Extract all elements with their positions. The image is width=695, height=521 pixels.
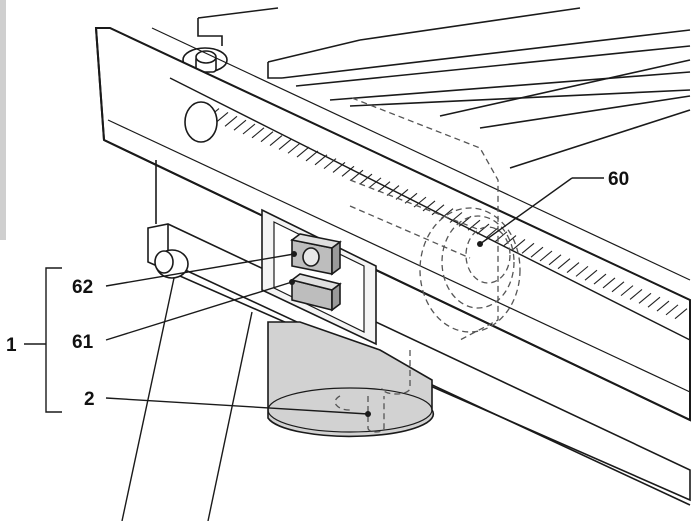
rack-tooth <box>602 277 616 289</box>
rack-tooth <box>503 235 517 247</box>
rack-tooth <box>476 223 490 235</box>
rack-tooth <box>575 265 589 277</box>
rack-tooth <box>449 212 463 223</box>
rack-tooth <box>233 119 247 131</box>
rack-tooth <box>296 146 310 158</box>
callout-2: 2 <box>84 389 95 410</box>
rack-tooth <box>566 262 580 273</box>
rack-tooth <box>215 112 229 123</box>
rack-tooth <box>269 135 283 146</box>
rack-tooth <box>242 123 256 135</box>
rack-tooth <box>359 173 373 185</box>
left-edge-shading <box>0 0 6 240</box>
rack-tooth <box>521 242 535 254</box>
rack-tooth <box>341 165 355 177</box>
rack-tooth <box>638 292 652 304</box>
rack-tooth <box>674 308 688 320</box>
rack-tooth <box>629 289 643 300</box>
rack-tooth <box>665 304 679 316</box>
rack-tooth <box>467 219 481 231</box>
rack-tooth <box>548 254 562 266</box>
rack-tooth <box>584 269 598 281</box>
callout-62: 62 <box>72 277 93 298</box>
rack-tooth <box>395 188 409 200</box>
rack-tooth <box>647 296 661 308</box>
sensor-61 <box>290 273 342 312</box>
rack-tooth <box>494 231 508 243</box>
rack-tooth <box>557 258 571 270</box>
rack-tooth <box>287 142 301 154</box>
rack-tooth <box>593 273 607 285</box>
sensor-62 <box>290 233 342 276</box>
leader-lines <box>24 177 604 521</box>
bolt-head <box>182 47 228 73</box>
rack-tooth <box>260 131 274 143</box>
rack-tooth <box>377 181 391 193</box>
callout-1: 1 <box>6 335 17 356</box>
rack-tooth <box>611 281 625 293</box>
rack-tooth <box>620 285 634 297</box>
motor <box>267 321 435 438</box>
leader-dots <box>289 241 483 417</box>
rack-tooth <box>332 162 346 173</box>
rack-tooth <box>485 227 499 239</box>
rack-tooth <box>530 246 544 258</box>
rack-tooth <box>314 154 328 166</box>
callout-60: 60 <box>608 169 629 190</box>
rack-tooth <box>512 239 526 250</box>
beam-access-hole <box>184 101 218 143</box>
guide-pin <box>154 249 189 279</box>
rack-tooth <box>278 138 292 150</box>
rack-tooth <box>323 158 337 170</box>
callout-61: 61 <box>72 332 94 353</box>
rack-tooth <box>386 185 400 196</box>
rack-tooth <box>251 127 265 139</box>
rack-tooth <box>224 115 238 127</box>
rack-tooth <box>350 169 364 181</box>
hidden-gear <box>334 97 521 433</box>
rack-tooth <box>368 177 382 189</box>
rack-tooth <box>305 150 319 162</box>
rack-tooth <box>539 250 553 262</box>
rack-tooth <box>431 204 445 216</box>
top-plate <box>197 7 691 169</box>
rack-tooth <box>656 300 670 312</box>
main-beam <box>94 27 691 422</box>
